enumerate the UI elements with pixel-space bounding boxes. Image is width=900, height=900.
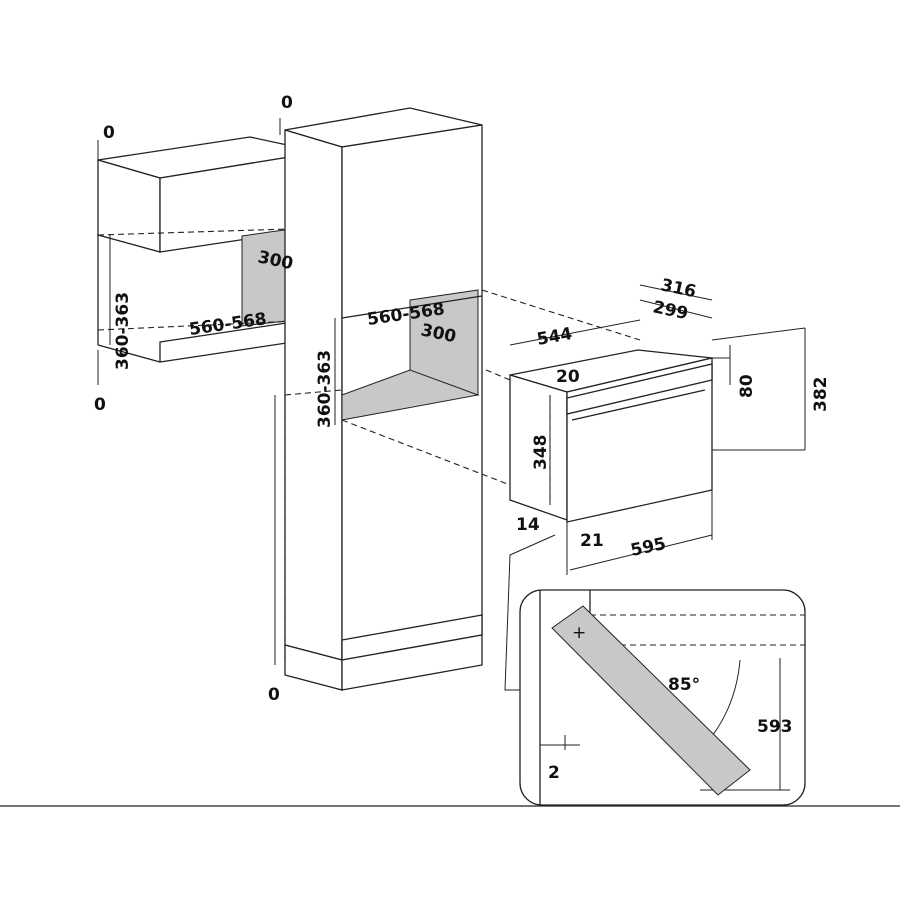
label-oven-top-offset: 20 bbox=[556, 367, 580, 387]
label-tall-top-gap: 0 bbox=[281, 93, 293, 113]
label-wall-bottom-gap: 0 bbox=[94, 395, 106, 415]
label-oven-panel-height: 80 bbox=[737, 374, 757, 398]
door-detail-inset: + bbox=[519, 589, 806, 806]
label-oven-width: 595 bbox=[629, 534, 668, 561]
wall-cabinet bbox=[97, 136, 511, 381]
open-door bbox=[551, 605, 751, 796]
label-oven-depth-body: 299 bbox=[651, 297, 690, 324]
label-oven-depth-total: 316 bbox=[659, 275, 698, 302]
label-door-angle: 85° bbox=[668, 675, 700, 695]
label-oven-total-height: 382 bbox=[811, 377, 831, 413]
dimension-lines bbox=[97, 118, 806, 691]
label-oven-door-thickness: 21 bbox=[580, 531, 604, 551]
svg-text:+: + bbox=[572, 623, 586, 643]
tall-cabinet bbox=[284, 107, 641, 691]
oven bbox=[509, 349, 713, 523]
label-wall-height: 360-363 bbox=[113, 292, 133, 370]
label-wall-top-gap: 0 bbox=[103, 123, 115, 143]
label-oven-body-height: 348 bbox=[531, 435, 551, 471]
label-door-open-depth: 593 bbox=[757, 717, 793, 737]
label-door-gap: 2 bbox=[548, 763, 560, 783]
label-oven-side-offset: 14 bbox=[516, 515, 540, 535]
tall-niche-floor bbox=[341, 369, 480, 421]
label-oven-body-depth: 544 bbox=[535, 324, 574, 350]
label-tall-bottom-gap: 0 bbox=[268, 685, 280, 705]
label-tall-height: 360-363 bbox=[315, 350, 335, 428]
